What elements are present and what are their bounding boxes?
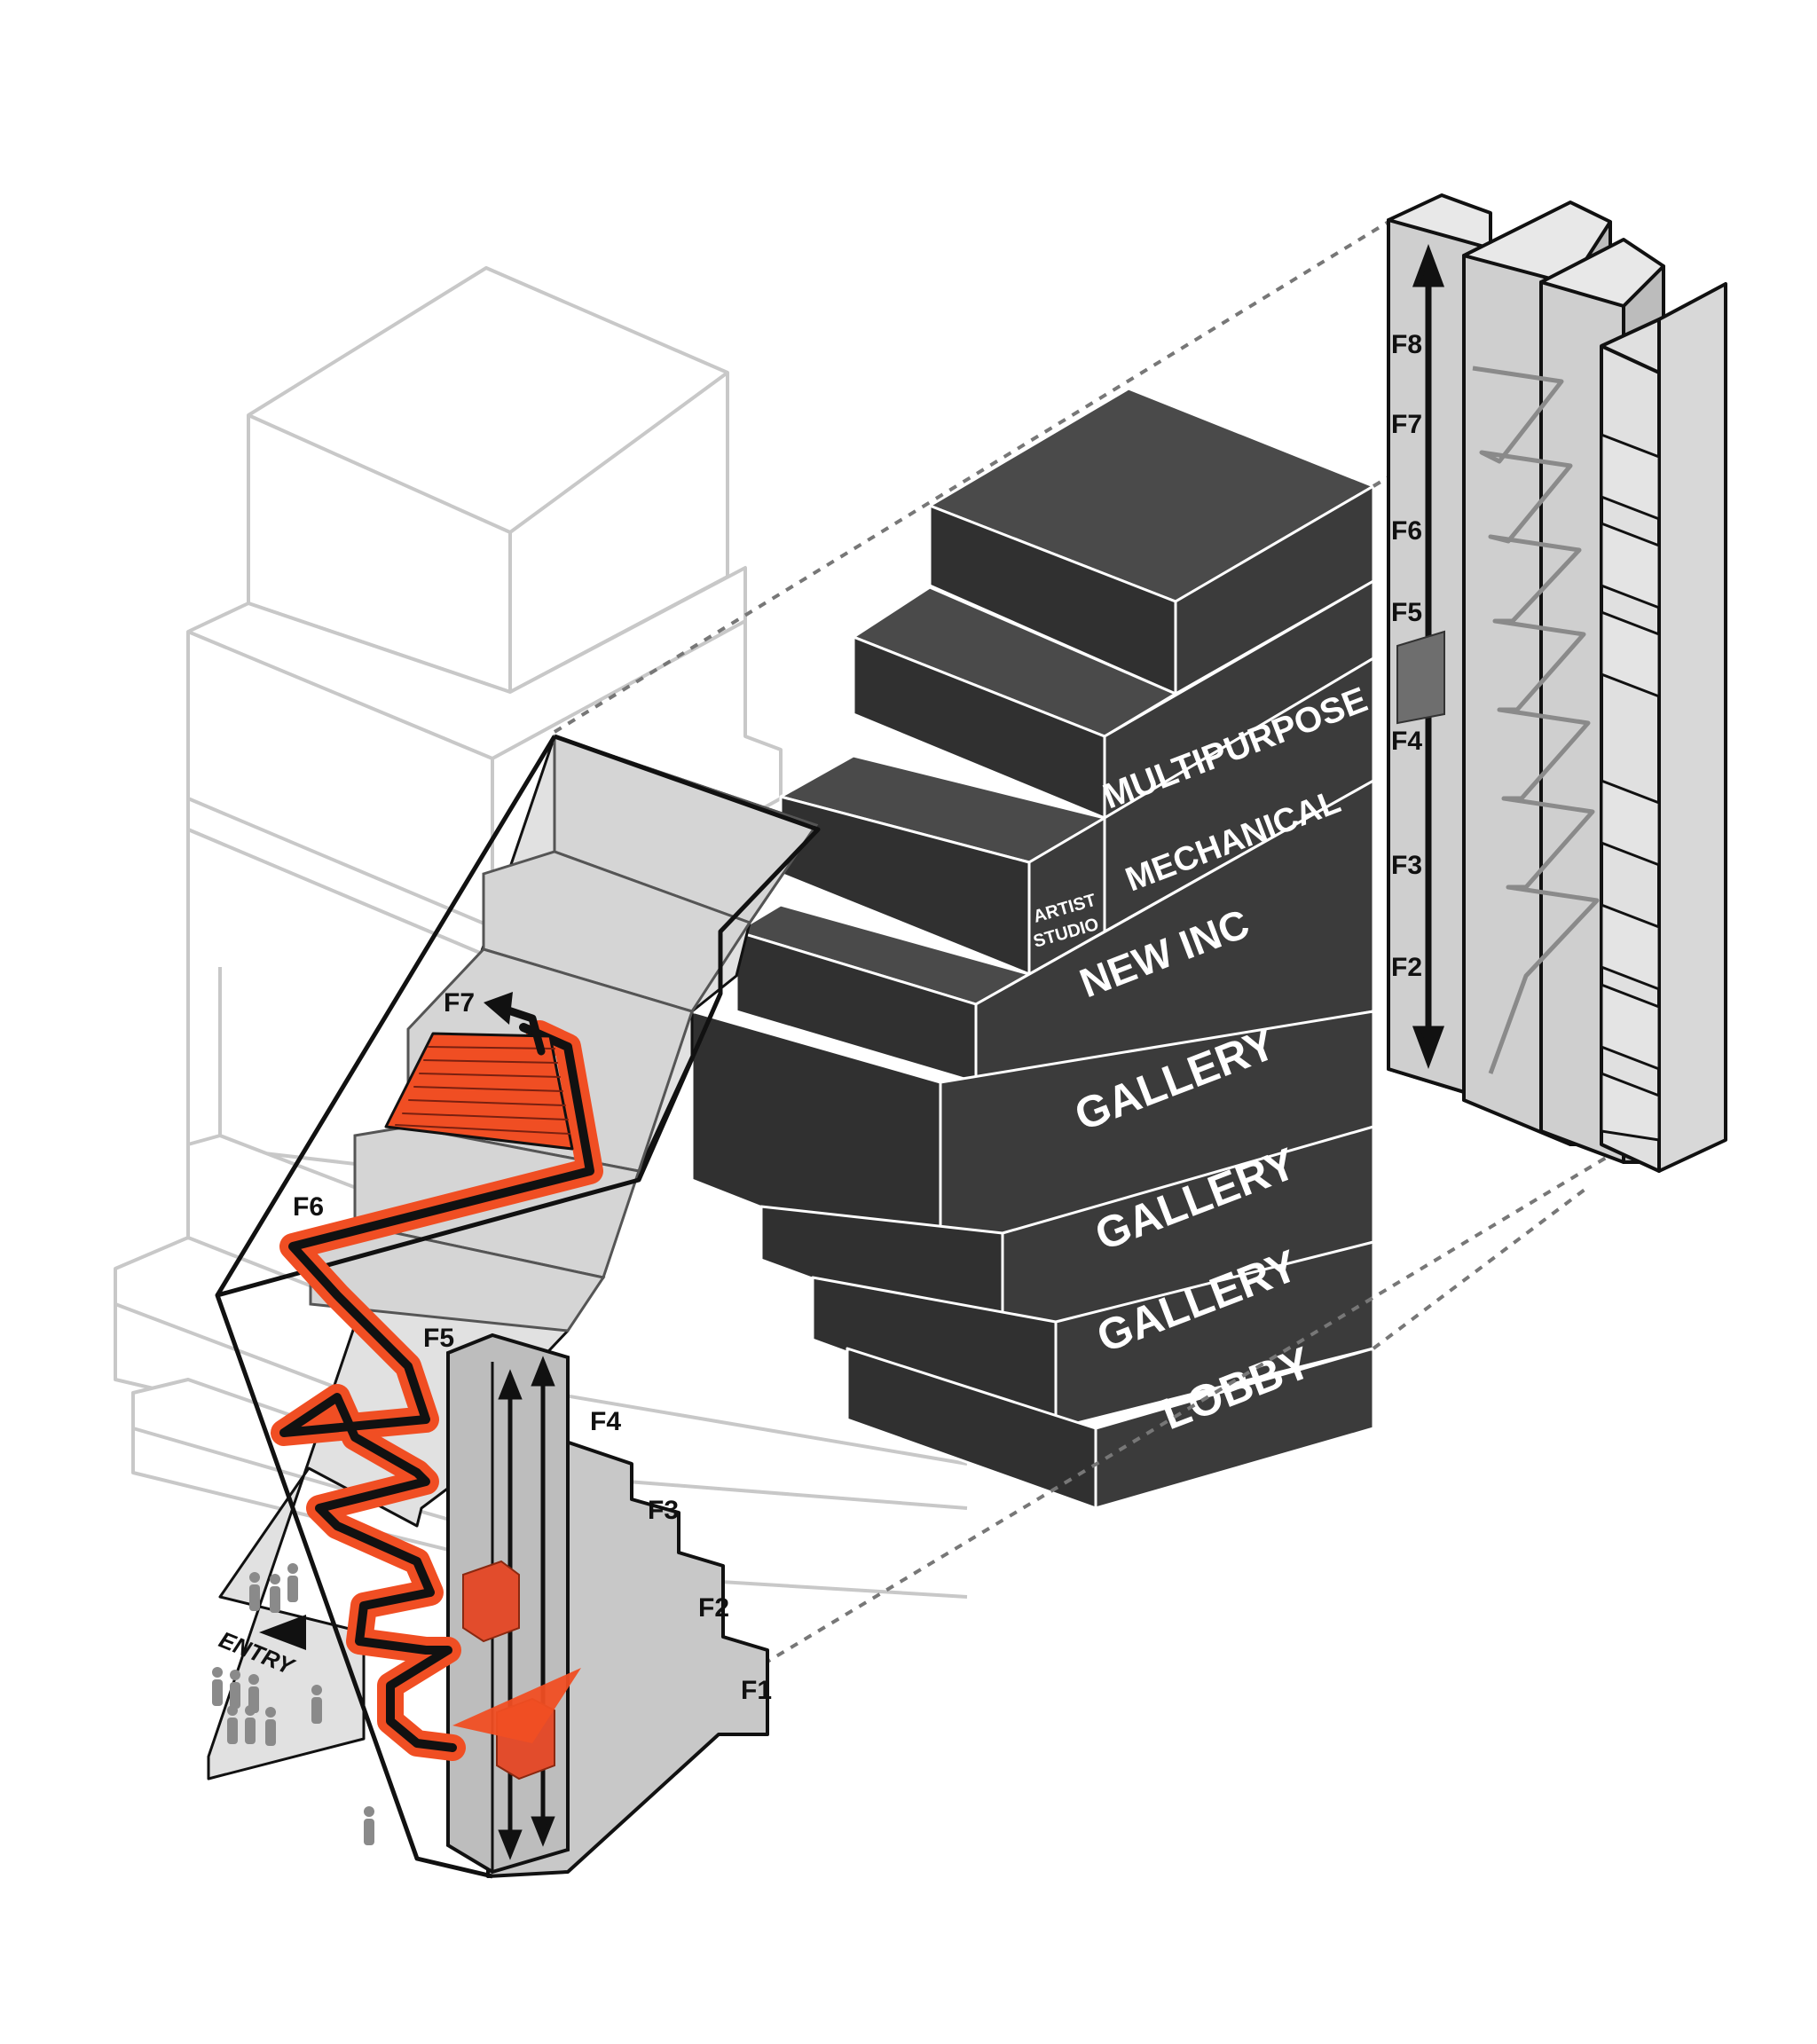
core-floor-f6: F6 — [1391, 516, 1422, 546]
core-stair-zigzag — [1472, 366, 1600, 1074]
core-floor-f4: F4 — [1391, 727, 1422, 756]
people-figures — [212, 1563, 374, 1845]
person-icon — [287, 1563, 298, 1602]
person-icon — [311, 1685, 322, 1724]
elevator-cab-upper — [462, 1560, 520, 1643]
person-icon — [249, 1572, 260, 1611]
floor-tag-f2: F2 — [698, 1593, 729, 1623]
program-stack — [690, 387, 1375, 1510]
floor-tag-f6: F6 — [293, 1192, 324, 1222]
person-icon — [364, 1806, 374, 1845]
circulation-ramp — [271, 992, 603, 1761]
person-icon — [227, 1705, 238, 1744]
section-floor-tags: F7 F6 F5 F4 F3 F2 F1 — [293, 988, 772, 1705]
person-icon — [212, 1667, 223, 1706]
core-floor-f7: F7 — [1391, 410, 1422, 439]
floor-tag-f1: F1 — [741, 1676, 772, 1705]
floor-tag-f5: F5 — [423, 1324, 454, 1353]
program-block-lobby-front — [1094, 1347, 1375, 1510]
core-floor-f2: F2 — [1391, 953, 1422, 982]
core-floor-f3: F3 — [1391, 851, 1422, 880]
core-floor-f5: F5 — [1391, 598, 1422, 627]
core-floor-tags: F8 F7 F6 F5 F4 F3 F2 — [1391, 330, 1422, 982]
person-icon — [270, 1574, 280, 1613]
entry-arrow-icon — [259, 1615, 306, 1650]
floor-tag-f7: F7 — [444, 988, 475, 1018]
floor-tag-f4: F4 — [590, 1407, 621, 1436]
person-icon — [230, 1670, 240, 1709]
floor-tag-f3: F3 — [648, 1496, 679, 1525]
person-icon — [265, 1707, 276, 1746]
core-shelves — [1600, 432, 1661, 1142]
core-floor-f8: F8 — [1391, 330, 1422, 359]
core-elevator-cab — [1396, 630, 1445, 725]
person-icon — [245, 1705, 256, 1744]
